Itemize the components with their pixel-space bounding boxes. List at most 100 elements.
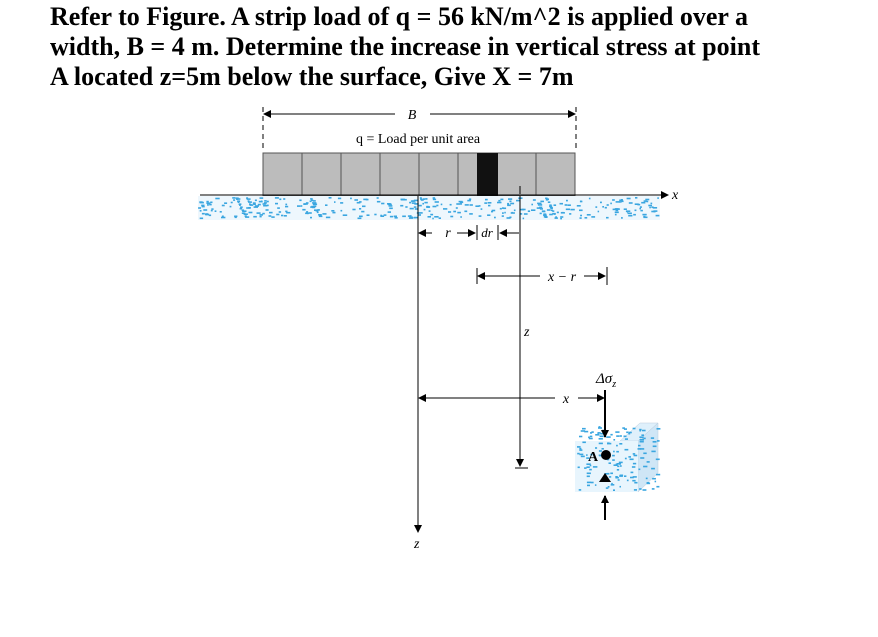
element-speckle: [606, 436, 611, 438]
soil-speckle: [549, 205, 553, 208]
soil-speckle: [263, 202, 267, 204]
soil-speckle: [619, 201, 622, 203]
soil-speckle: [640, 209, 643, 212]
soil-speckle: [637, 203, 641, 206]
element-speckle: [613, 439, 616, 441]
soil-speckle: [554, 217, 558, 219]
element-speckle: [579, 453, 584, 456]
element-speckle: [619, 443, 623, 445]
soil-speckle: [312, 202, 317, 204]
soil-speckle: [259, 214, 263, 216]
soil-speckle: [586, 214, 591, 216]
soil-speckle: [646, 200, 649, 203]
soil-speckle: [537, 202, 542, 205]
x-minus-r-dimension: x − r: [476, 267, 608, 285]
element-speckle: [580, 455, 585, 458]
soil-speckle: [210, 209, 213, 212]
soil-speckle: [478, 205, 481, 207]
load-block: [340, 152, 381, 197]
soil-speckle: [434, 216, 439, 218]
soil-speckle: [510, 202, 515, 205]
soil-speckle: [233, 199, 236, 201]
soil-speckle: [262, 212, 265, 215]
soil-speckle: [651, 210, 655, 213]
soil-speckle: [566, 199, 568, 202]
element-speckle: [608, 476, 612, 478]
element-speckle: [624, 475, 627, 477]
element-speckle: [645, 477, 648, 480]
soil-speckle: [507, 202, 510, 205]
soil-speckle: [560, 212, 565, 214]
soil-speckle: [299, 199, 302, 202]
soil-speckle: [626, 211, 629, 213]
element-speckle: [579, 449, 583, 451]
element-speckle: [599, 435, 604, 438]
soil-speckle: [206, 200, 209, 203]
soil-speckle: [302, 208, 306, 211]
soil-speckle: [208, 214, 212, 217]
soil-speckle: [626, 197, 631, 200]
soil-speckle: [258, 200, 263, 203]
element-speckle: [590, 453, 593, 456]
x-axis-label: x: [671, 188, 679, 203]
soil-speckle: [634, 203, 639, 205]
soil-speckle: [221, 216, 226, 219]
element-speckle: [615, 476, 618, 479]
soil-speckle: [350, 197, 352, 200]
soil-speckle: [262, 203, 266, 205]
soil-speckle: [595, 206, 598, 208]
element-speckle: [612, 454, 615, 457]
soil-speckle: [274, 197, 279, 199]
element-speckle: [651, 467, 655, 470]
soil-speckle: [247, 200, 250, 202]
element-speckle: [640, 457, 645, 459]
soil-speckle: [246, 207, 251, 209]
soil-speckle: [264, 200, 267, 202]
load-blocks: [262, 152, 576, 197]
element-speckle: [579, 435, 583, 438]
soil-speckle: [246, 198, 251, 200]
soil-speckle: [221, 215, 224, 218]
x-dim-label: x: [562, 392, 570, 407]
soil-speckle: [229, 205, 232, 208]
soil-speckle: [411, 202, 416, 204]
soil-speckle: [414, 216, 418, 219]
soil-speckle: [455, 207, 458, 209]
soil-speckle: [310, 216, 312, 219]
element-speckle: [598, 432, 601, 434]
element-speckle: [577, 466, 580, 469]
soil-speckle: [252, 202, 256, 204]
soil-speckle: [361, 210, 365, 213]
soil-speckle: [602, 206, 604, 208]
element-speckle: [582, 427, 586, 430]
soil-speckle: [305, 202, 309, 204]
soil-speckle: [389, 207, 393, 210]
soil-speckle: [569, 213, 572, 215]
soil-speckle: [334, 201, 336, 203]
soil-speckle: [553, 204, 557, 206]
element-speckle: [598, 454, 603, 457]
soil-speckle: [413, 199, 418, 202]
stress-element: [575, 422, 661, 493]
soil-speckle: [232, 197, 236, 199]
element-speckle: [628, 432, 631, 435]
element-speckle: [612, 459, 615, 461]
soil-speckle: [199, 201, 204, 204]
soil-speckle: [316, 211, 319, 214]
soil-speckle: [464, 204, 469, 206]
soil-speckle: [238, 203, 242, 205]
element-speckle: [639, 429, 641, 432]
soil-speckle: [549, 213, 553, 216]
soil-speckle: [309, 200, 312, 203]
element-speckle: [598, 426, 601, 428]
element-speckle: [643, 437, 646, 440]
element-speckle: [632, 427, 636, 430]
soil-speckle: [362, 205, 366, 208]
load-block: [418, 152, 459, 197]
soil-speckle: [199, 217, 204, 220]
soil-speckle: [388, 205, 393, 207]
soil-speckle: [438, 217, 441, 219]
soil-speckle: [485, 198, 488, 201]
soil-speckle: [650, 202, 653, 205]
